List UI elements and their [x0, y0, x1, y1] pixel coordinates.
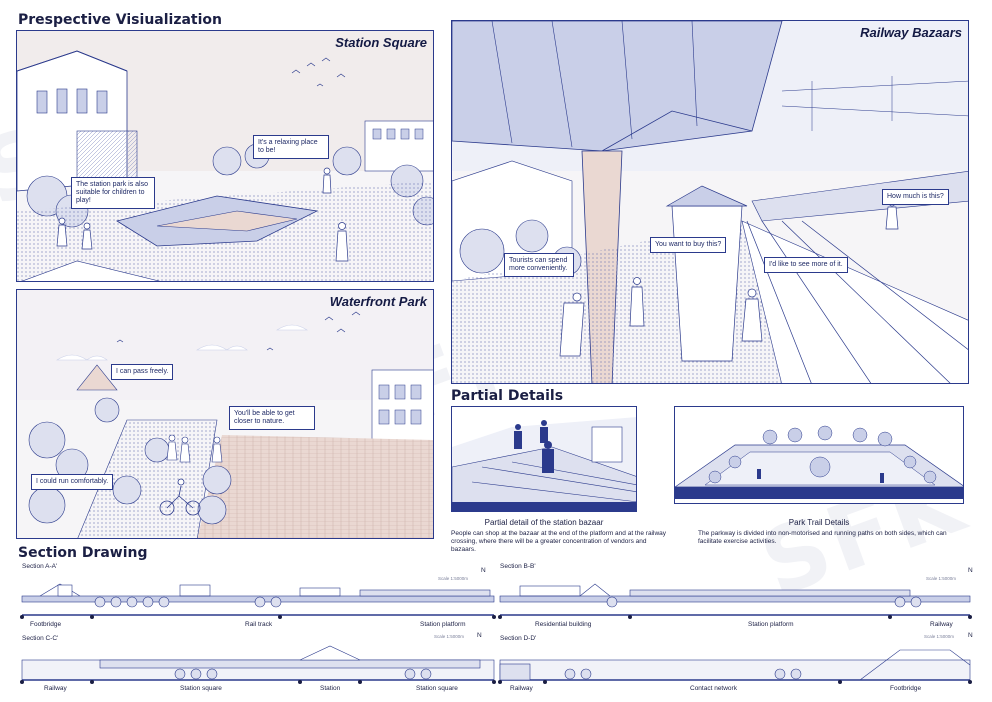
section-cc-label-station-square: Station square: [180, 685, 222, 692]
section-aa-title: Section A-A': [22, 563, 58, 570]
section-aa-label-rail-track: Rail track: [245, 621, 273, 628]
section-dd-scale: Scale 1:5000m: [924, 634, 955, 639]
section-bb-label-residential: Residential building: [535, 621, 592, 628]
waterfront-park-illustration: [17, 290, 433, 538]
section-aa-label-station-platform: Station platform: [420, 621, 466, 628]
north-arrow-icon: N: [968, 632, 973, 639]
north-arrow-icon: N: [481, 567, 486, 574]
railway-bazaars-illustration: [452, 21, 968, 383]
bazaar-detail-caption: Partial detail of the station bazaar: [484, 518, 604, 527]
section-bb-label-railway: Railway: [930, 621, 953, 628]
speech-bubble-how-much: How much is this?: [882, 189, 949, 205]
bazaar-detail-description: People can shop at the bazaar at the end…: [451, 530, 667, 553]
speech-bubble-see-more: I'd like to see more of it.: [764, 257, 848, 273]
waterfront-park-label: Waterfront Park: [329, 294, 427, 309]
speech-bubble-nature: You'll be able to get closer to nature.: [229, 406, 315, 430]
trail-detail-description: The parkway is divided into non-motorise…: [698, 530, 947, 545]
section-dd-label-footbridge: Footbridge: [890, 685, 922, 692]
speech-bubble-pass-freely: I can pass freely.: [111, 364, 174, 380]
section-dd-title: Section D-D': [500, 635, 537, 642]
section-cc-title: Section C-C': [22, 635, 59, 642]
section-cc-label-station: Station: [320, 685, 341, 692]
speech-bubble-want-buy: You want to buy this?: [650, 237, 727, 253]
section-cc-label-railway: Railway: [44, 685, 67, 692]
station-square-label: Station Square: [335, 35, 427, 50]
north-arrow-icon: N: [968, 567, 973, 574]
north-arrow-icon: N: [477, 632, 482, 639]
railway-bazaars-label: Railway Bazaars: [860, 25, 962, 40]
section-bb-title: Section B-B': [500, 563, 536, 570]
station-square-illustration: [17, 31, 433, 281]
section-bb-label-station-platform: Station platform: [748, 621, 794, 628]
speech-bubble-tourists: Tourists can spend more conveniently.: [504, 253, 574, 277]
speech-bubble-run: I could run comfortably.: [31, 474, 114, 490]
section-cc-scale: Scale 1:5000m: [434, 634, 465, 639]
section-aa-label-footbridge: Footbridge: [30, 621, 62, 628]
section-cc-label-station-square-2: Station square: [416, 685, 458, 692]
railway-bazaars-panel: Railway Bazaars How much is this? You wa…: [451, 20, 969, 384]
bazaar-detail-illustration: [452, 417, 636, 511]
section-bb-scale: Scale 1:5000m: [926, 576, 957, 581]
section-drawing-title: Section Drawing: [18, 545, 148, 561]
section-dd-label-railway: Railway: [510, 685, 533, 692]
section-dd-label-contact-network: Contact network: [690, 685, 737, 692]
bazaar-detail-image: [451, 406, 637, 512]
station-square-panel: Station Square It's a relaxing place to …: [16, 30, 434, 282]
trail-detail-illustration: [675, 425, 963, 499]
waterfront-park-panel: Waterfront Park I can pass freely. You'l…: [16, 289, 434, 539]
perspective-title: Prespective Visiualization: [18, 12, 222, 28]
section-aa-scale: Scale 1:5000m: [438, 576, 469, 581]
speech-bubble-children: The station park is also suitable for ch…: [71, 177, 155, 209]
trail-detail-caption: Park Trail Details: [788, 518, 850, 527]
speech-bubble-relaxing: It's a relaxing place to be!: [253, 135, 329, 159]
partial-details-title: Partial Details: [451, 388, 564, 404]
trail-detail-image: [674, 406, 964, 504]
